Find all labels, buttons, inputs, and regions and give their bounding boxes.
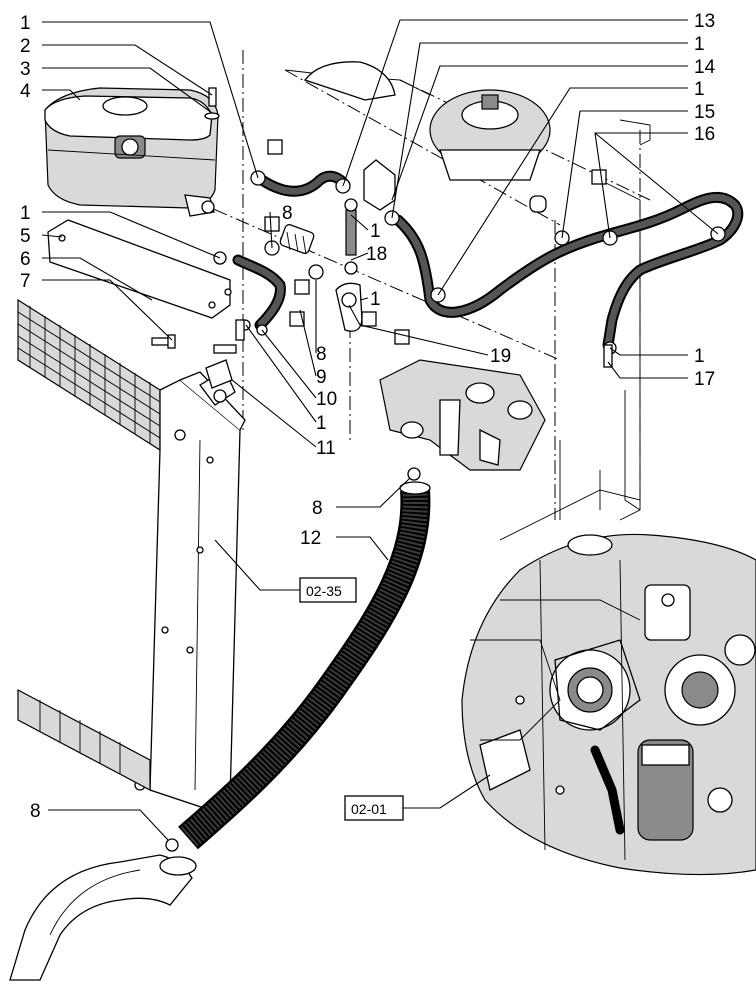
callout-2: 2	[20, 36, 31, 57]
callout-18: 18	[366, 244, 387, 265]
reference-box-engine[interactable]: 02-01	[344, 795, 404, 821]
callout-1: 1	[694, 34, 705, 55]
leader-lines	[41, 19, 719, 841]
lower-pipe	[9, 854, 197, 981]
bracket-plate	[47, 219, 232, 319]
radiator-fittings	[205, 319, 245, 389]
radiator	[17, 298, 246, 811]
callout-14: 14	[694, 57, 716, 78]
callout-1: 1	[316, 413, 327, 434]
lower-radiator-hose	[165, 467, 431, 852]
callout-1: 1	[694, 346, 705, 367]
callout-4: 4	[20, 81, 31, 102]
radiator-fins	[17, 306, 161, 444]
callout-1: 1	[370, 221, 381, 242]
callout-5: 5	[20, 226, 31, 247]
callout-12: 12	[300, 528, 321, 549]
callout-9: 9	[316, 367, 327, 388]
bolt-7	[151, 334, 176, 349]
callouts: 1 2 3 4 1 5 6 7 13 1 14 1 15 16 8 1 18 1…	[20, 11, 716, 822]
callout-3: 3	[20, 59, 31, 80]
callout-17: 17	[694, 369, 715, 390]
reference-box-radiator[interactable]: 02-35	[299, 577, 357, 603]
callout-8: 8	[312, 498, 323, 519]
callout-10: 10	[316, 389, 337, 410]
callout-1: 1	[370, 289, 381, 310]
reference-engine-label: 02-01	[351, 801, 387, 817]
callout-8: 8	[316, 344, 327, 365]
callout-1: 1	[694, 79, 705, 100]
expansion-tank	[44, 87, 219, 217]
callout-13: 13	[694, 11, 715, 32]
engine-view	[461, 533, 756, 876]
callout-8: 8	[30, 801, 41, 822]
callout-1: 1	[20, 13, 31, 34]
callout-15: 15	[694, 102, 715, 123]
bleed-fitting	[603, 344, 613, 368]
callout-8: 8	[282, 203, 293, 224]
callout-19: 19	[490, 346, 511, 367]
callout-6: 6	[20, 249, 31, 270]
callout-16: 16	[694, 124, 715, 145]
callout-1: 1	[20, 203, 31, 224]
pump-outlet	[379, 359, 546, 471]
thermostat-housing	[303, 61, 551, 181]
reference-radiator-label: 02-35	[306, 583, 342, 599]
square-fittings	[264, 139, 607, 345]
upper-hoses	[232, 170, 744, 351]
callout-7: 7	[20, 271, 31, 292]
callout-11: 11	[316, 438, 336, 459]
